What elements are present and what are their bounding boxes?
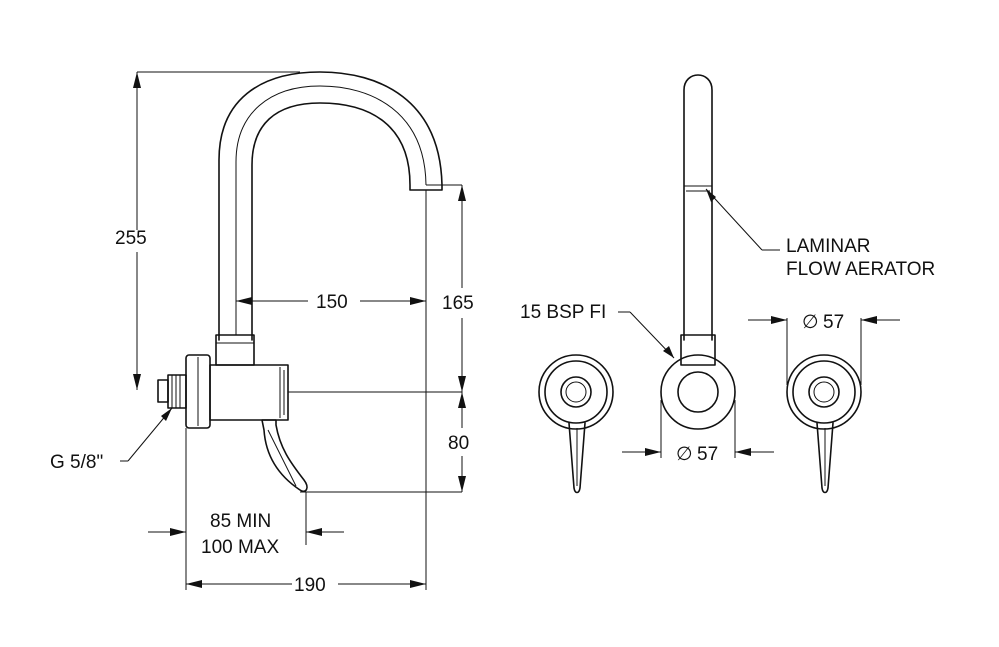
spout-collar	[215, 334, 255, 366]
inlet-thread-label: G 5/8"	[50, 452, 103, 473]
left-lever	[568, 422, 586, 494]
left-handle-ring	[544, 360, 608, 424]
center-flange-inner	[677, 371, 719, 413]
front-view-faucet	[538, 74, 862, 494]
lever-handle	[261, 419, 308, 493]
right-handle-hub	[808, 376, 840, 408]
right-handle-ring	[792, 360, 856, 424]
center-flange	[660, 354, 736, 430]
center-diameter-label: 57	[697, 444, 718, 465]
aerator-label-line1: LAMINAR	[786, 236, 870, 257]
side-view-faucet	[157, 71, 443, 493]
outlet-thread-label: 15 BSP FI	[520, 302, 606, 323]
right-lever	[816, 422, 834, 494]
dim-100max-label: 100 MAX	[201, 537, 279, 558]
spout-inner-line	[235, 85, 427, 335]
front-spout-outline	[683, 74, 713, 341]
right-diameter-label: 57	[823, 312, 844, 333]
dim-85min-label: 85 MIN	[210, 511, 271, 532]
front-view-dimensions: LAMINAR FLOW AERATOR 15 BSP FI ∅ 57 ∅ 57	[520, 188, 935, 465]
side-view-dimensions: 255 150 165 80 85 MIN 100 MAX	[50, 71, 474, 596]
left-handle-flange	[538, 354, 614, 430]
inlet-thread	[167, 374, 187, 409]
front-spout-collar	[680, 334, 716, 366]
right-diameter-symbol: ∅	[802, 312, 819, 333]
inlet-nipple	[157, 379, 169, 403]
right-handle-flange	[786, 354, 862, 430]
dim-80-label: 80	[448, 433, 469, 454]
aerator-label-line2: FLOW AERATOR	[786, 259, 935, 280]
left-handle-hub	[560, 376, 592, 408]
dim-190-label: 190	[294, 575, 326, 596]
dim-255-label: 255	[115, 228, 147, 249]
dim-165-label: 165	[442, 293, 474, 314]
center-diameter-symbol: ∅	[676, 444, 693, 465]
valve-body	[209, 364, 289, 421]
dim-150-label: 150	[316, 292, 348, 313]
